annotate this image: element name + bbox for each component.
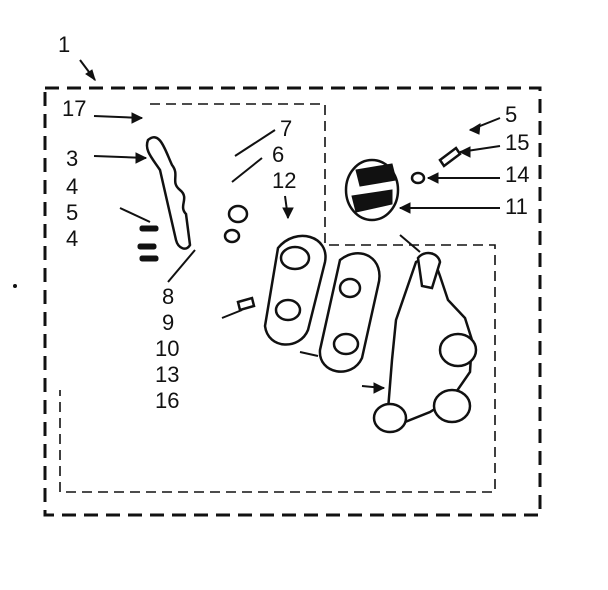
callout-stack-13: 13 [155, 362, 179, 387]
clip-part-upper [139, 225, 159, 232]
callout-15: 15 [505, 130, 529, 155]
stray-mark [13, 284, 17, 288]
clip-part-lower-2 [139, 255, 159, 262]
callout-6: 6 [272, 142, 284, 167]
callout-11: 11 [505, 194, 528, 219]
clip-part-lower [137, 243, 157, 250]
assembly-dashed-border [43, 86, 542, 517]
callout-4-lower: 4 [66, 226, 78, 251]
callout-stack-9: 9 [162, 310, 174, 335]
screw-part [236, 296, 256, 312]
callout-5-right: 5 [505, 102, 517, 127]
callout-7: 7 [280, 116, 292, 141]
seal-part-14 [410, 171, 426, 185]
callout-17: 17 [62, 96, 86, 121]
pin-part-15 [438, 146, 462, 168]
callout-3: 3 [66, 146, 78, 171]
diaphragm-plate-part [318, 252, 381, 373]
gasket-plate-part [263, 234, 327, 346]
nut-part-6 [223, 228, 241, 244]
callout-14: 14 [505, 162, 529, 187]
solenoid-coil-part [344, 158, 400, 222]
callout-5-left: 5 [66, 200, 78, 225]
callout-stack-10: 10 [155, 336, 179, 361]
lever-spring-part [145, 136, 192, 250]
callout-stack-16: 16 [155, 388, 179, 413]
arrowheads [85, 69, 481, 394]
callout-1: 1 [58, 32, 70, 57]
callout-stack-8: 8 [162, 284, 174, 309]
callout-4-upper: 4 [66, 174, 78, 199]
subassembly-dashed-outline [59, 103, 496, 493]
nut-part-7 [227, 204, 249, 224]
valve-body-part [372, 251, 478, 434]
callout-12: 12 [272, 168, 296, 193]
leader-lines [79, 59, 501, 389]
